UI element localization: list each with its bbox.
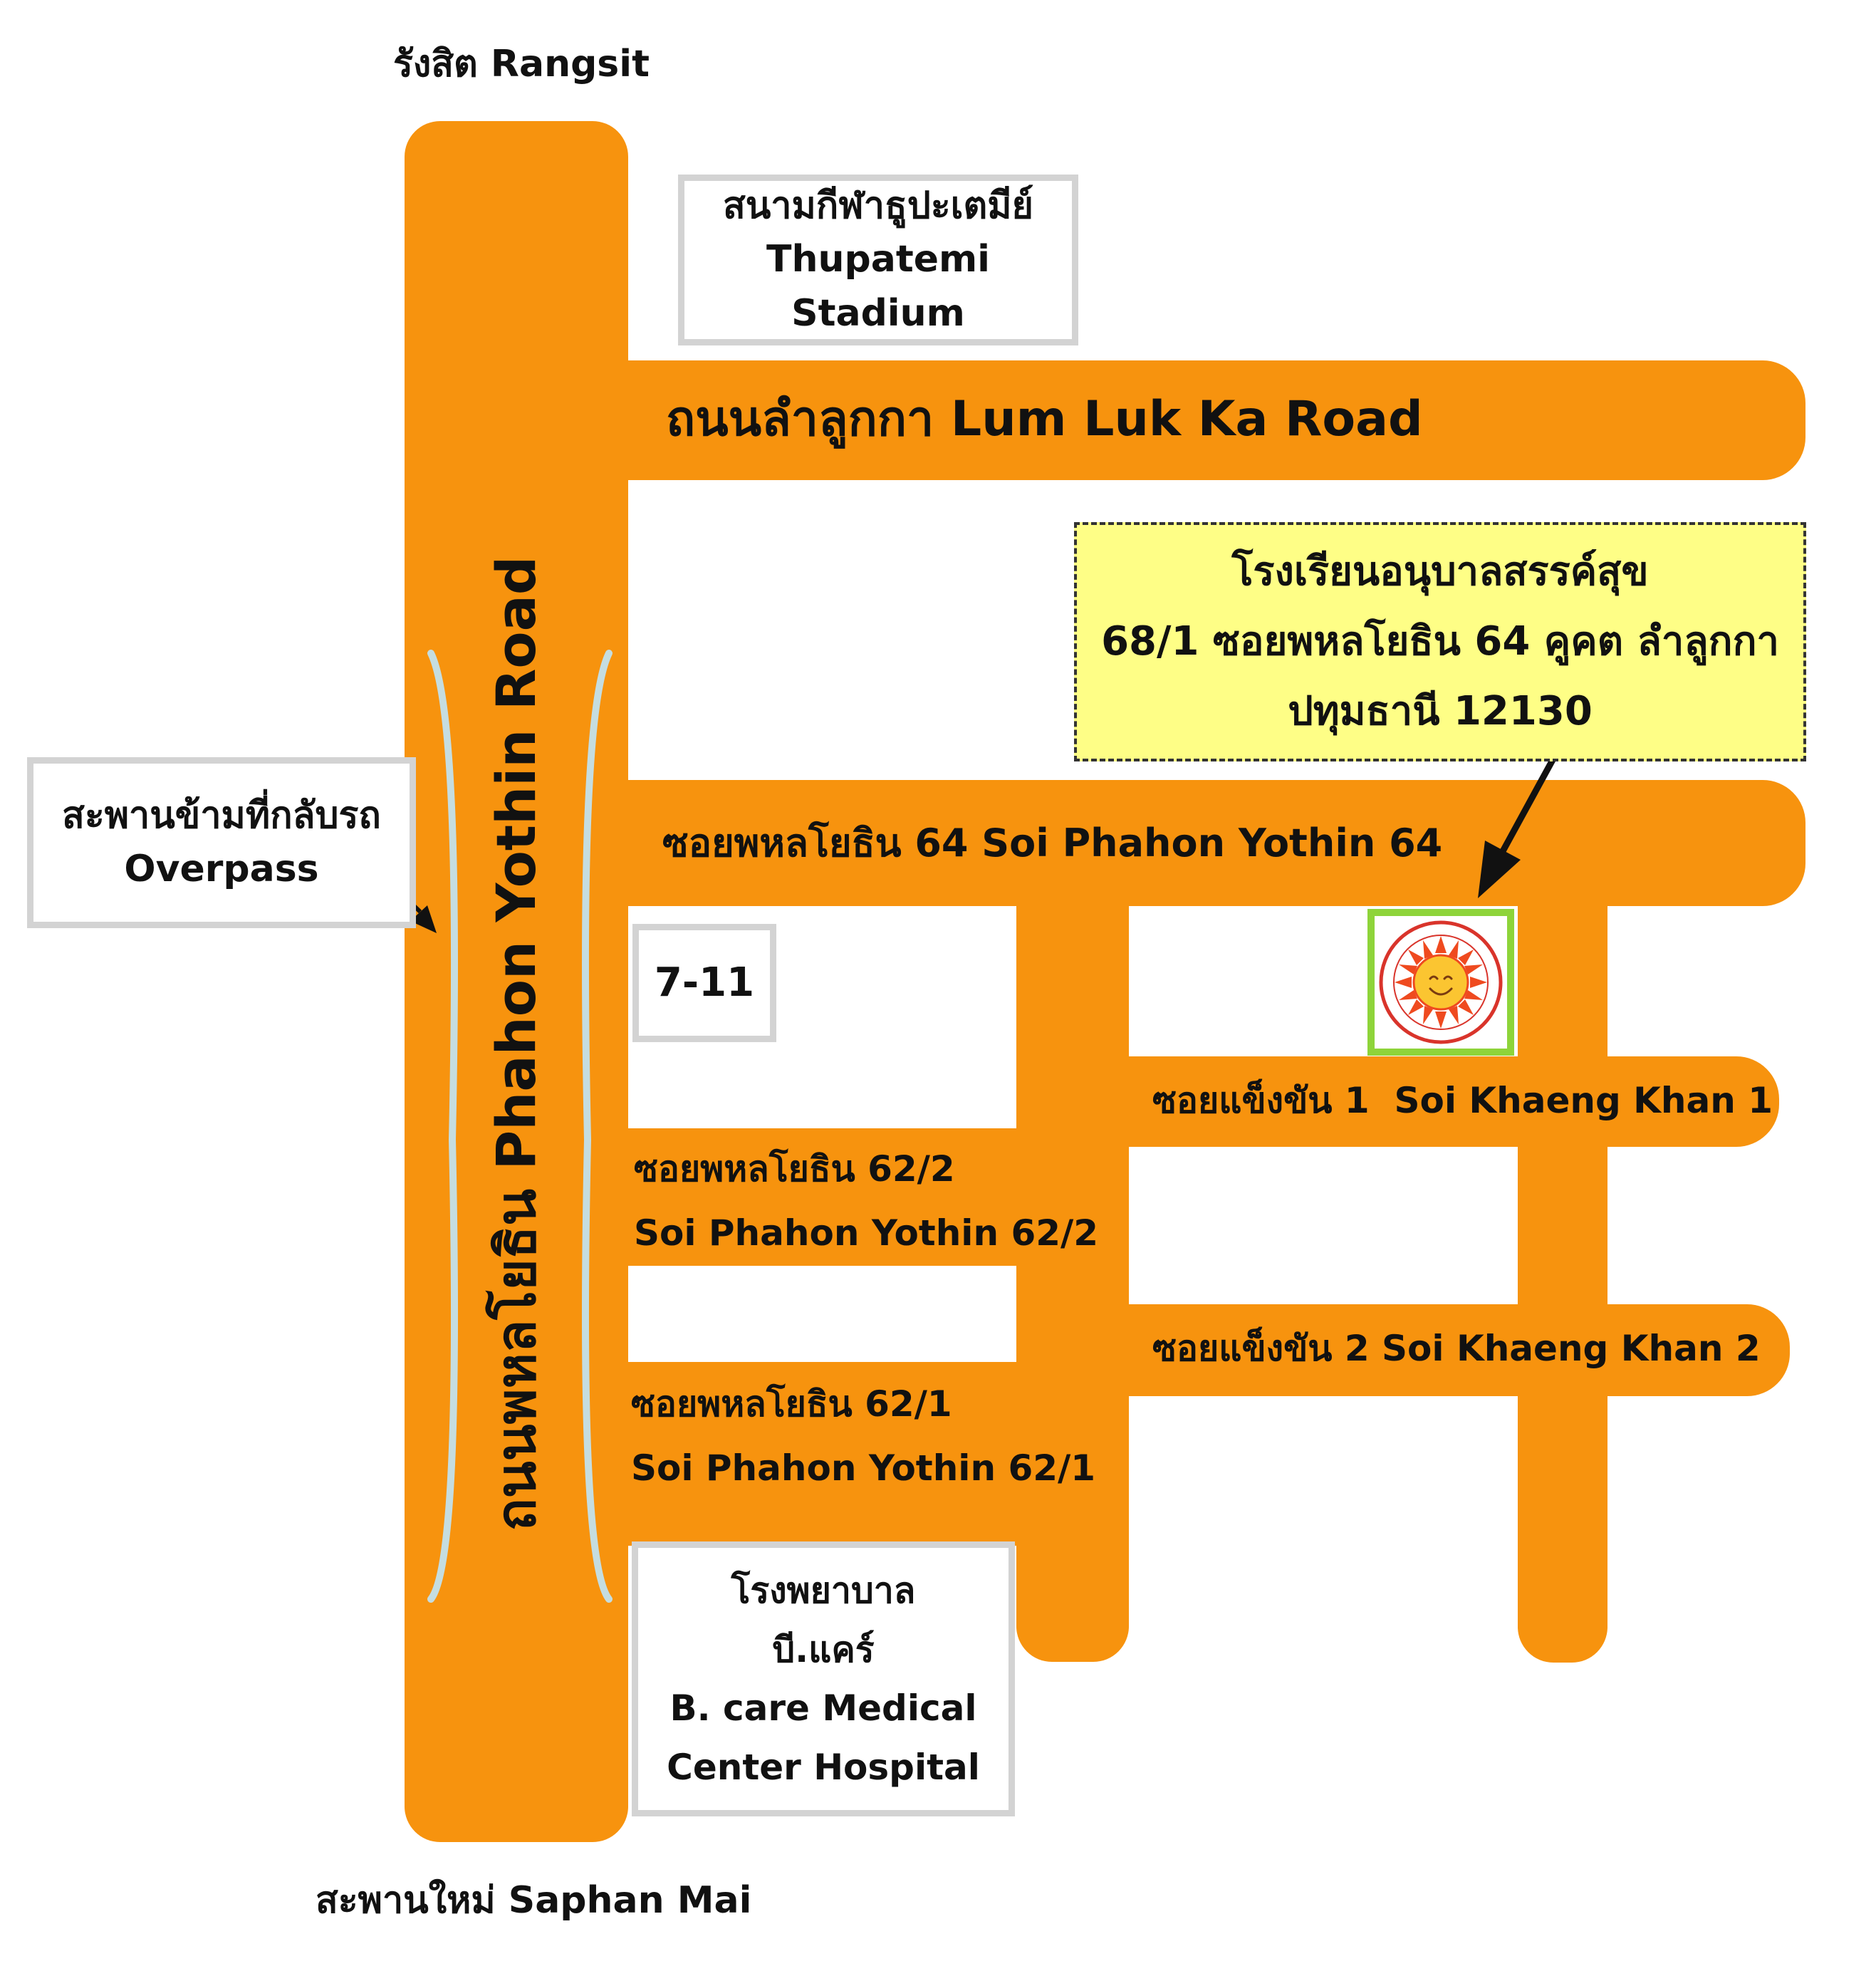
school-location-marker (1367, 909, 1514, 1056)
stadium-english-name: Thupatemi Stadium (766, 238, 990, 335)
soi-khaeng-khan-1-road (1111, 1056, 1779, 1147)
soi-khaeng-khan-2-road (1111, 1304, 1790, 1396)
hospital-thai-line2: บี.แคร์ (772, 1628, 875, 1670)
east-vertical-soi (1518, 883, 1607, 1663)
school-address-line1: 68/1 ซอยพหลโยธิน 64 คูคต ลำลูกกา (1101, 618, 1779, 665)
school-name: โรงเรียนอนุบาลสรรค์สุข (1231, 548, 1649, 595)
school-address-line2: ปทุมธานี 12130 (1288, 688, 1593, 734)
hospital-english-line1: B. care Medical (669, 1687, 977, 1729)
smiling-sun-logo-icon (1379, 920, 1503, 1044)
north-direction-label: รังสิต Rangsit (393, 43, 650, 85)
b-care-hospital-box: โรงพยาบาล บี.แคร์ B. care Medical Center… (632, 1541, 1015, 1816)
hospital-thai-line1: โรงพยาบาล (731, 1570, 916, 1611)
stadium-thai-name: สนามกีฬาธูปะเตมีย์ (723, 184, 1033, 227)
soi-khaeng-khan-2-label: ซอยแข็งขัน 2 Soi Khaeng Khan 2 (1152, 1328, 1761, 1369)
soi-62-1-thai-label: ซอยพหลโยธิน 62/1 (631, 1383, 952, 1425)
soi-62-2-thai-label: ซอยพหลโยธิน 62/2 (634, 1148, 955, 1190)
soi-khaeng-khan-1-label: ซอยแข็งขัน 1 Soi Khaeng Khan 1 (1152, 1080, 1773, 1121)
soi-62-1-english-label: Soi Phahon Yothin 62/1 (631, 1447, 1096, 1489)
school-pointer-line (1500, 749, 1560, 853)
overpass-right-arc (581, 650, 613, 1603)
overpass-thai-label: สะพานข้ามที่กลับรถ (62, 794, 381, 837)
seven-eleven-label: 7-11 (654, 960, 755, 1007)
school-pointer-arrowhead (1478, 841, 1521, 898)
school-address-callout: โรงเรียนอนุบาลสรรค์สุข 68/1 ซอยพหลโยธิน … (1074, 522, 1806, 761)
overpass-box: สะพานข้ามที่กลับรถ Overpass (27, 757, 416, 928)
lum-luk-ka-road-label: ถนนลำลูกกา Lum Luk Ka Road (666, 391, 1423, 447)
overpass-left-arc (427, 650, 459, 1603)
hospital-english-line2: Center Hospital (667, 1746, 980, 1788)
soi-phahon-yothin-64-label: ซอยพหลโยธิน 64 Soi Phahon Yothin 64 (662, 821, 1443, 865)
seven-eleven-box: 7-11 (632, 924, 776, 1042)
west-vertical-soi (1016, 883, 1129, 1662)
overpass-pointer-arrowhead (410, 905, 437, 933)
south-direction-label: สะพานใหม่ Saphan Mai (316, 1879, 752, 1922)
lum-luk-ka-road (605, 360, 1805, 480)
overpass-english-label: Overpass (124, 848, 319, 890)
thupatemi-stadium-box: สนามกีฬาธูปะเตมีย์ Thupatemi Stadium (678, 175, 1078, 345)
soi-62-2-english-label: Soi Phahon Yothin 62/2 (634, 1212, 1099, 1254)
